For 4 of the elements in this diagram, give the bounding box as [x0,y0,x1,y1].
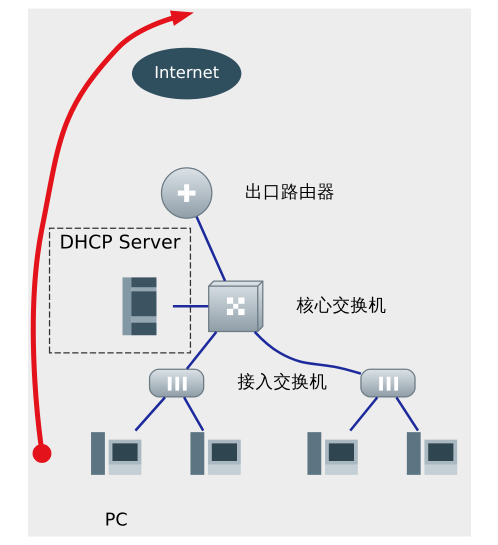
node-label: 出口路由器 [244,182,334,203]
node-label: PC [104,510,128,530]
node-label: 核心交换机 [296,296,386,316]
node-label: 接入交换机 [236,372,327,393]
